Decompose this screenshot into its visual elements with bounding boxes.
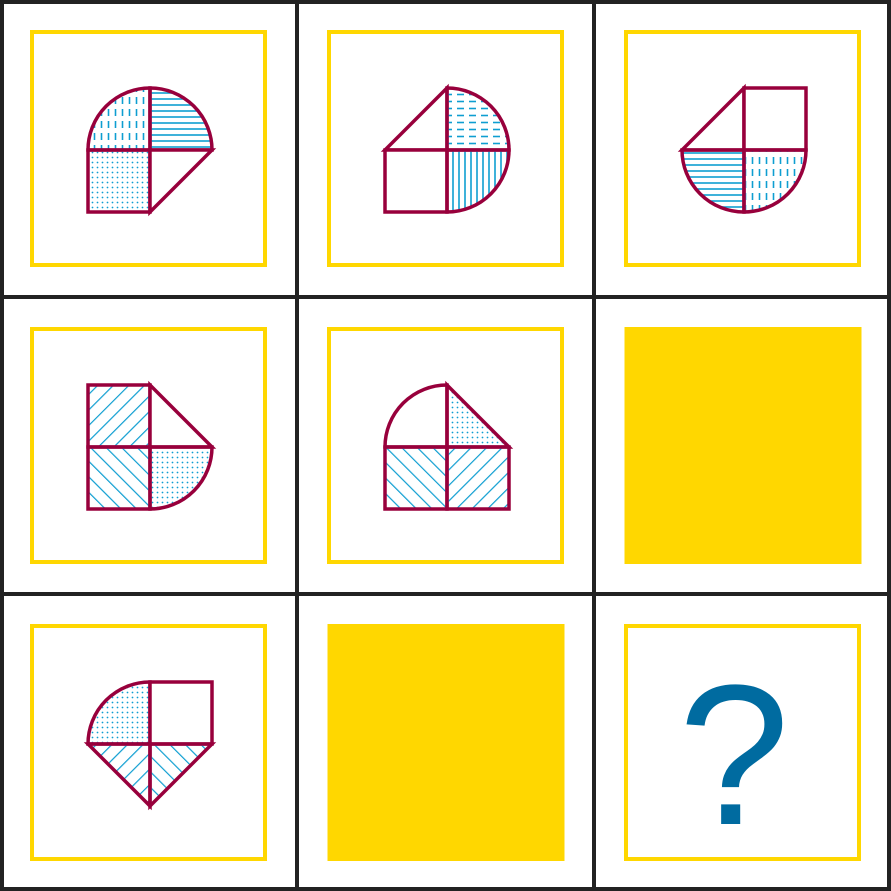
composite-shape [86, 86, 217, 217]
cell-frame [624, 624, 861, 861]
quadrant-top-left-square [86, 383, 152, 449]
quadrant-top-left-arc [86, 86, 152, 152]
quadrant-top-left-triangle [677, 83, 746, 152]
quadrant-top-left-triangle [380, 83, 449, 152]
cell-r3c3: ? [624, 624, 861, 867]
cell-frame [327, 30, 564, 267]
quadrant-bottom-right-square [445, 445, 511, 511]
cell-frame [327, 327, 564, 564]
quadrant-top-right-arc [148, 86, 214, 152]
cell-frame [30, 327, 267, 564]
composite-shape [83, 680, 217, 811]
composite-shape [677, 83, 808, 214]
cell-r3c2 [327, 624, 565, 861]
quadrant-bottom-left-triangle [83, 742, 152, 811]
quadrant-top-left-arc [86, 680, 152, 746]
quadrant-top-right-triangle [445, 380, 514, 449]
cell-r2c2 [327, 327, 564, 564]
cell-frame [30, 30, 267, 267]
cell-r1c1 [30, 30, 267, 267]
quadrant-top-right-arc [445, 86, 511, 152]
quadrant-top-right-square [742, 86, 808, 152]
question-mark: ? [678, 644, 789, 867]
cell-r3c1 [30, 624, 267, 861]
quadrant-bottom-left-square [383, 148, 449, 214]
composite-shape [383, 380, 514, 511]
quadrant-bottom-right-triangle [148, 742, 217, 811]
cell-frame [30, 624, 267, 861]
quadrant-bottom-left-square [86, 148, 152, 214]
quadrant-bottom-left-arc [680, 148, 746, 214]
quadrant-bottom-right-arc [742, 148, 808, 214]
quadrant-bottom-right-arc [445, 148, 511, 214]
cell-frame [624, 30, 861, 267]
blank-placeholder [327, 624, 565, 861]
quadrant-bottom-right-triangle [148, 148, 217, 217]
quadrant-top-right-triangle [148, 380, 217, 449]
cell-r1c2 [327, 30, 564, 267]
cells-layer: ? [30, 30, 862, 867]
cell-r2c3 [624, 327, 862, 564]
cell-r2c1 [30, 327, 267, 564]
quadrant-top-left-arc [383, 383, 449, 449]
composite-shape [380, 83, 511, 214]
composite-shape [86, 380, 217, 511]
quadrant-bottom-right-arc [148, 445, 214, 511]
quadrant-top-right-square [148, 680, 214, 746]
cell-r1c3 [624, 30, 861, 267]
quadrant-bottom-left-square [383, 445, 449, 511]
quadrant-bottom-left-square [86, 445, 152, 511]
blank-placeholder [624, 327, 862, 564]
